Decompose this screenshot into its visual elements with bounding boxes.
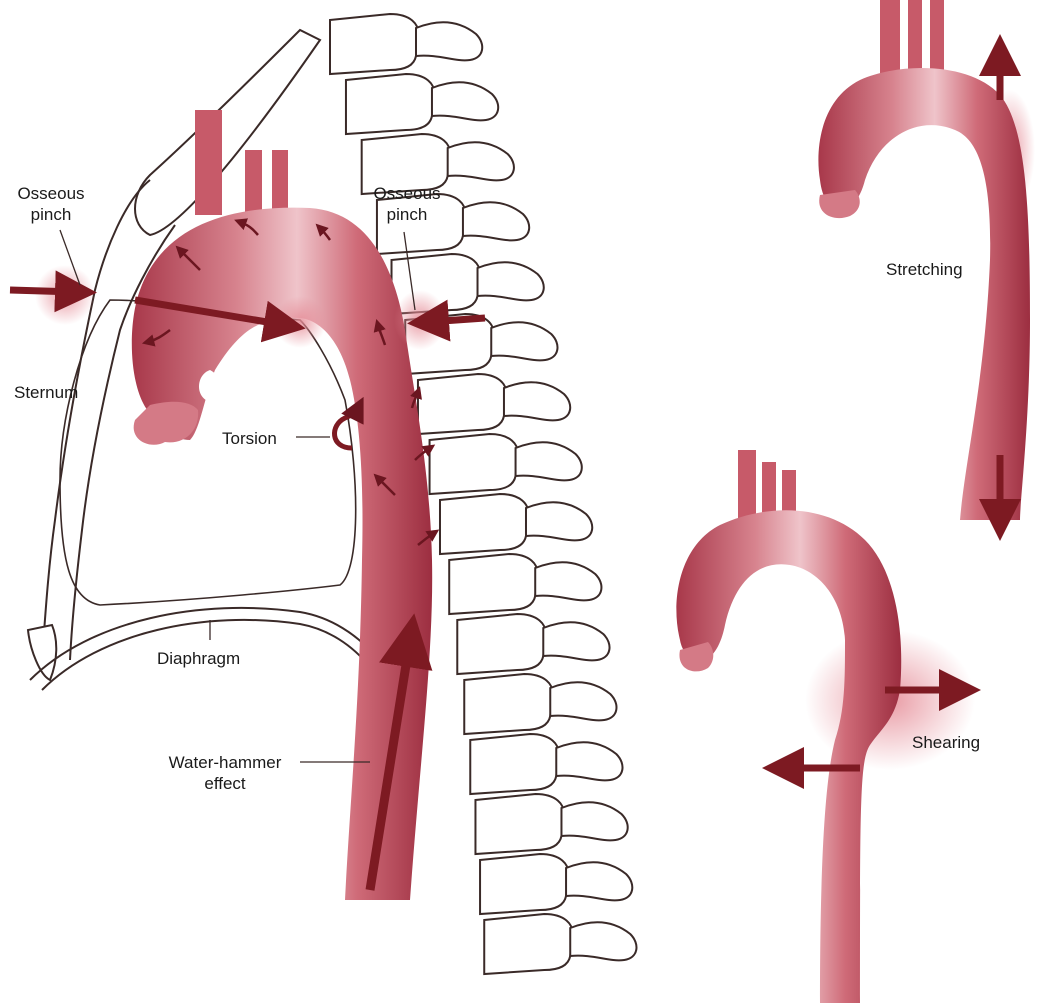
vertebral-process bbox=[556, 742, 622, 780]
vertebral-process bbox=[561, 802, 627, 840]
vertebra bbox=[418, 374, 506, 434]
vertebral-process bbox=[570, 922, 636, 960]
vertebra bbox=[484, 914, 572, 974]
vertebral-process bbox=[504, 382, 570, 420]
label-line: pinch bbox=[10, 204, 92, 225]
vertebra bbox=[480, 854, 568, 914]
vertebral-process bbox=[526, 502, 592, 540]
vertebral-process bbox=[566, 862, 632, 900]
label-line: Water-hammer bbox=[152, 752, 298, 773]
vertebral-process bbox=[478, 262, 544, 300]
vertebra bbox=[457, 614, 545, 674]
vertebral-process bbox=[432, 82, 498, 120]
vertebra bbox=[330, 14, 418, 74]
vertebral-process bbox=[543, 622, 609, 660]
vertebral-process bbox=[448, 142, 514, 180]
label-osseous-pinch-left: Osseous pinch bbox=[10, 183, 92, 225]
vertebral-process bbox=[550, 682, 616, 720]
vertebral-process bbox=[516, 442, 582, 480]
vertebra bbox=[440, 494, 528, 554]
label-stretching: Stretching bbox=[886, 259, 963, 280]
label-line: Osseous bbox=[10, 183, 92, 204]
vertebra bbox=[346, 74, 434, 134]
vertebra bbox=[430, 434, 518, 494]
vertebral-process bbox=[535, 562, 601, 600]
vertebra bbox=[470, 734, 558, 794]
vertebral-process bbox=[416, 22, 482, 60]
label-diaphragm: Diaphragm bbox=[157, 648, 240, 669]
vertebral-process bbox=[491, 322, 557, 360]
label-torsion: Torsion bbox=[222, 428, 277, 449]
label-line: pinch bbox=[366, 204, 448, 225]
label-line: Osseous bbox=[366, 183, 448, 204]
label-sternum: Sternum bbox=[14, 382, 78, 403]
label-water-hammer: Water-hammer effect bbox=[152, 752, 298, 794]
vertebral-process bbox=[463, 202, 529, 240]
label-shearing: Shearing bbox=[912, 732, 980, 753]
vertebra bbox=[464, 674, 552, 734]
vertebra bbox=[449, 554, 537, 614]
label-osseous-pinch-right: Osseous pinch bbox=[366, 183, 448, 225]
vertebra bbox=[475, 794, 563, 854]
label-line: effect bbox=[152, 773, 298, 794]
